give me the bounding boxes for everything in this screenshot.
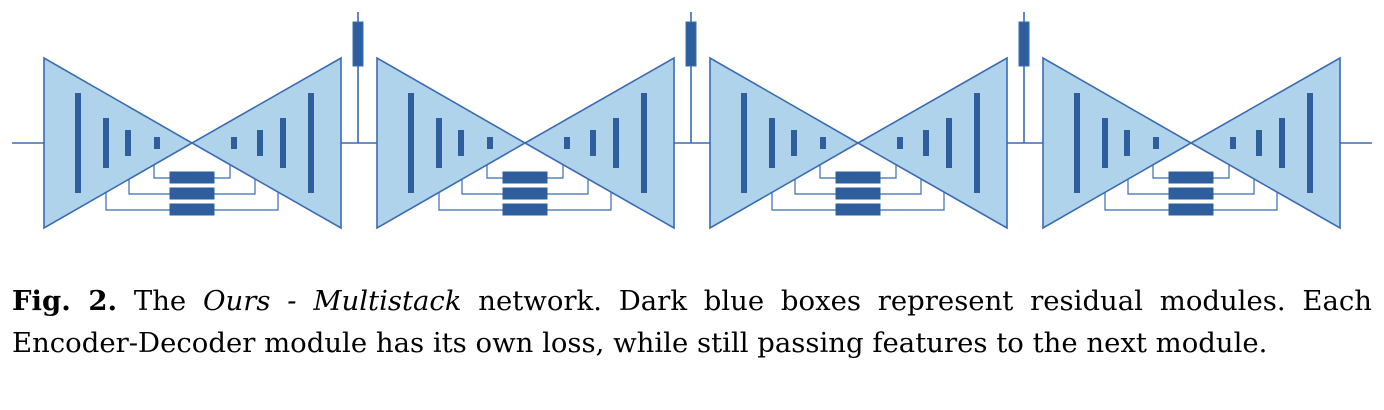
encoder-feature-bar	[1102, 118, 1108, 168]
residual-module-box	[1168, 171, 1214, 184]
decoder-triangle	[190, 56, 342, 230]
encoder-feature-bar	[408, 93, 414, 193]
encoder-feature-bar	[791, 130, 797, 156]
encoder-feature-bar	[75, 93, 81, 193]
caption-text-body: network. Dark blue boxes represent resid…	[12, 285, 1372, 359]
encoder-feature-bar	[103, 118, 109, 168]
residual-module-box	[502, 171, 548, 184]
encoder-triangle	[43, 56, 194, 230]
encoder-feature-bar	[125, 130, 131, 156]
encoder-feature-bar	[1124, 130, 1130, 156]
network-diagram	[12, 12, 1372, 230]
decoder-feature-bar	[1230, 137, 1236, 149]
encoder-feature-bar	[487, 137, 493, 149]
decoder-feature-bar	[974, 93, 980, 193]
loss-output-box	[1018, 21, 1030, 67]
residual-module-box	[502, 187, 548, 200]
encoder-feature-bar	[154, 137, 160, 149]
loss-output-box	[685, 21, 697, 67]
encoder-feature-bar	[820, 137, 826, 149]
loss-output-box	[352, 21, 364, 67]
decoder-feature-bar	[897, 137, 903, 149]
caption-label: Fig. 2.	[12, 285, 118, 317]
encoder-triangle	[1042, 56, 1193, 230]
encoder-feature-bar	[458, 130, 464, 156]
decoder-feature-bar	[1307, 93, 1313, 193]
decoder-triangle	[856, 56, 1008, 230]
encoder-feature-bar	[1074, 93, 1080, 193]
figure-caption: Fig. 2. The Ours - Multistack network. D…	[12, 280, 1372, 364]
residual-module-box	[169, 203, 215, 216]
residual-module-box	[169, 171, 215, 184]
decoder-feature-bar	[257, 130, 263, 156]
decoder-feature-bar	[946, 118, 952, 168]
residual-module-box	[835, 187, 881, 200]
decoder-feature-bar	[564, 137, 570, 149]
decoder-feature-bar	[923, 130, 929, 156]
residual-module-box	[835, 203, 881, 216]
decoder-feature-bar	[590, 130, 596, 156]
decoder-feature-bar	[1279, 118, 1285, 168]
decoder-triangle	[1189, 56, 1341, 230]
decoder-feature-bar	[280, 118, 286, 168]
encoder-feature-bar	[741, 93, 747, 193]
decoder-feature-bar	[308, 93, 314, 193]
encoder-triangle	[376, 56, 527, 230]
residual-module-box	[1168, 187, 1214, 200]
residual-module-box	[502, 203, 548, 216]
decoder-feature-bar	[1256, 130, 1262, 156]
decoder-feature-bar	[613, 118, 619, 168]
residual-module-box	[835, 171, 881, 184]
decoder-feature-bar	[641, 93, 647, 193]
encoder-feature-bar	[436, 118, 442, 168]
residual-module-box	[169, 187, 215, 200]
multistack-network-figure	[12, 12, 1372, 230]
encoder-triangle	[709, 56, 860, 230]
caption-text-pre: The	[117, 285, 203, 317]
caption-method-name: Ours - Multistack	[202, 285, 462, 317]
decoder-triangle	[523, 56, 675, 230]
decoder-feature-bar	[231, 137, 237, 149]
encoder-feature-bar	[769, 118, 775, 168]
residual-module-box	[1168, 203, 1214, 216]
encoder-feature-bar	[1153, 137, 1159, 149]
